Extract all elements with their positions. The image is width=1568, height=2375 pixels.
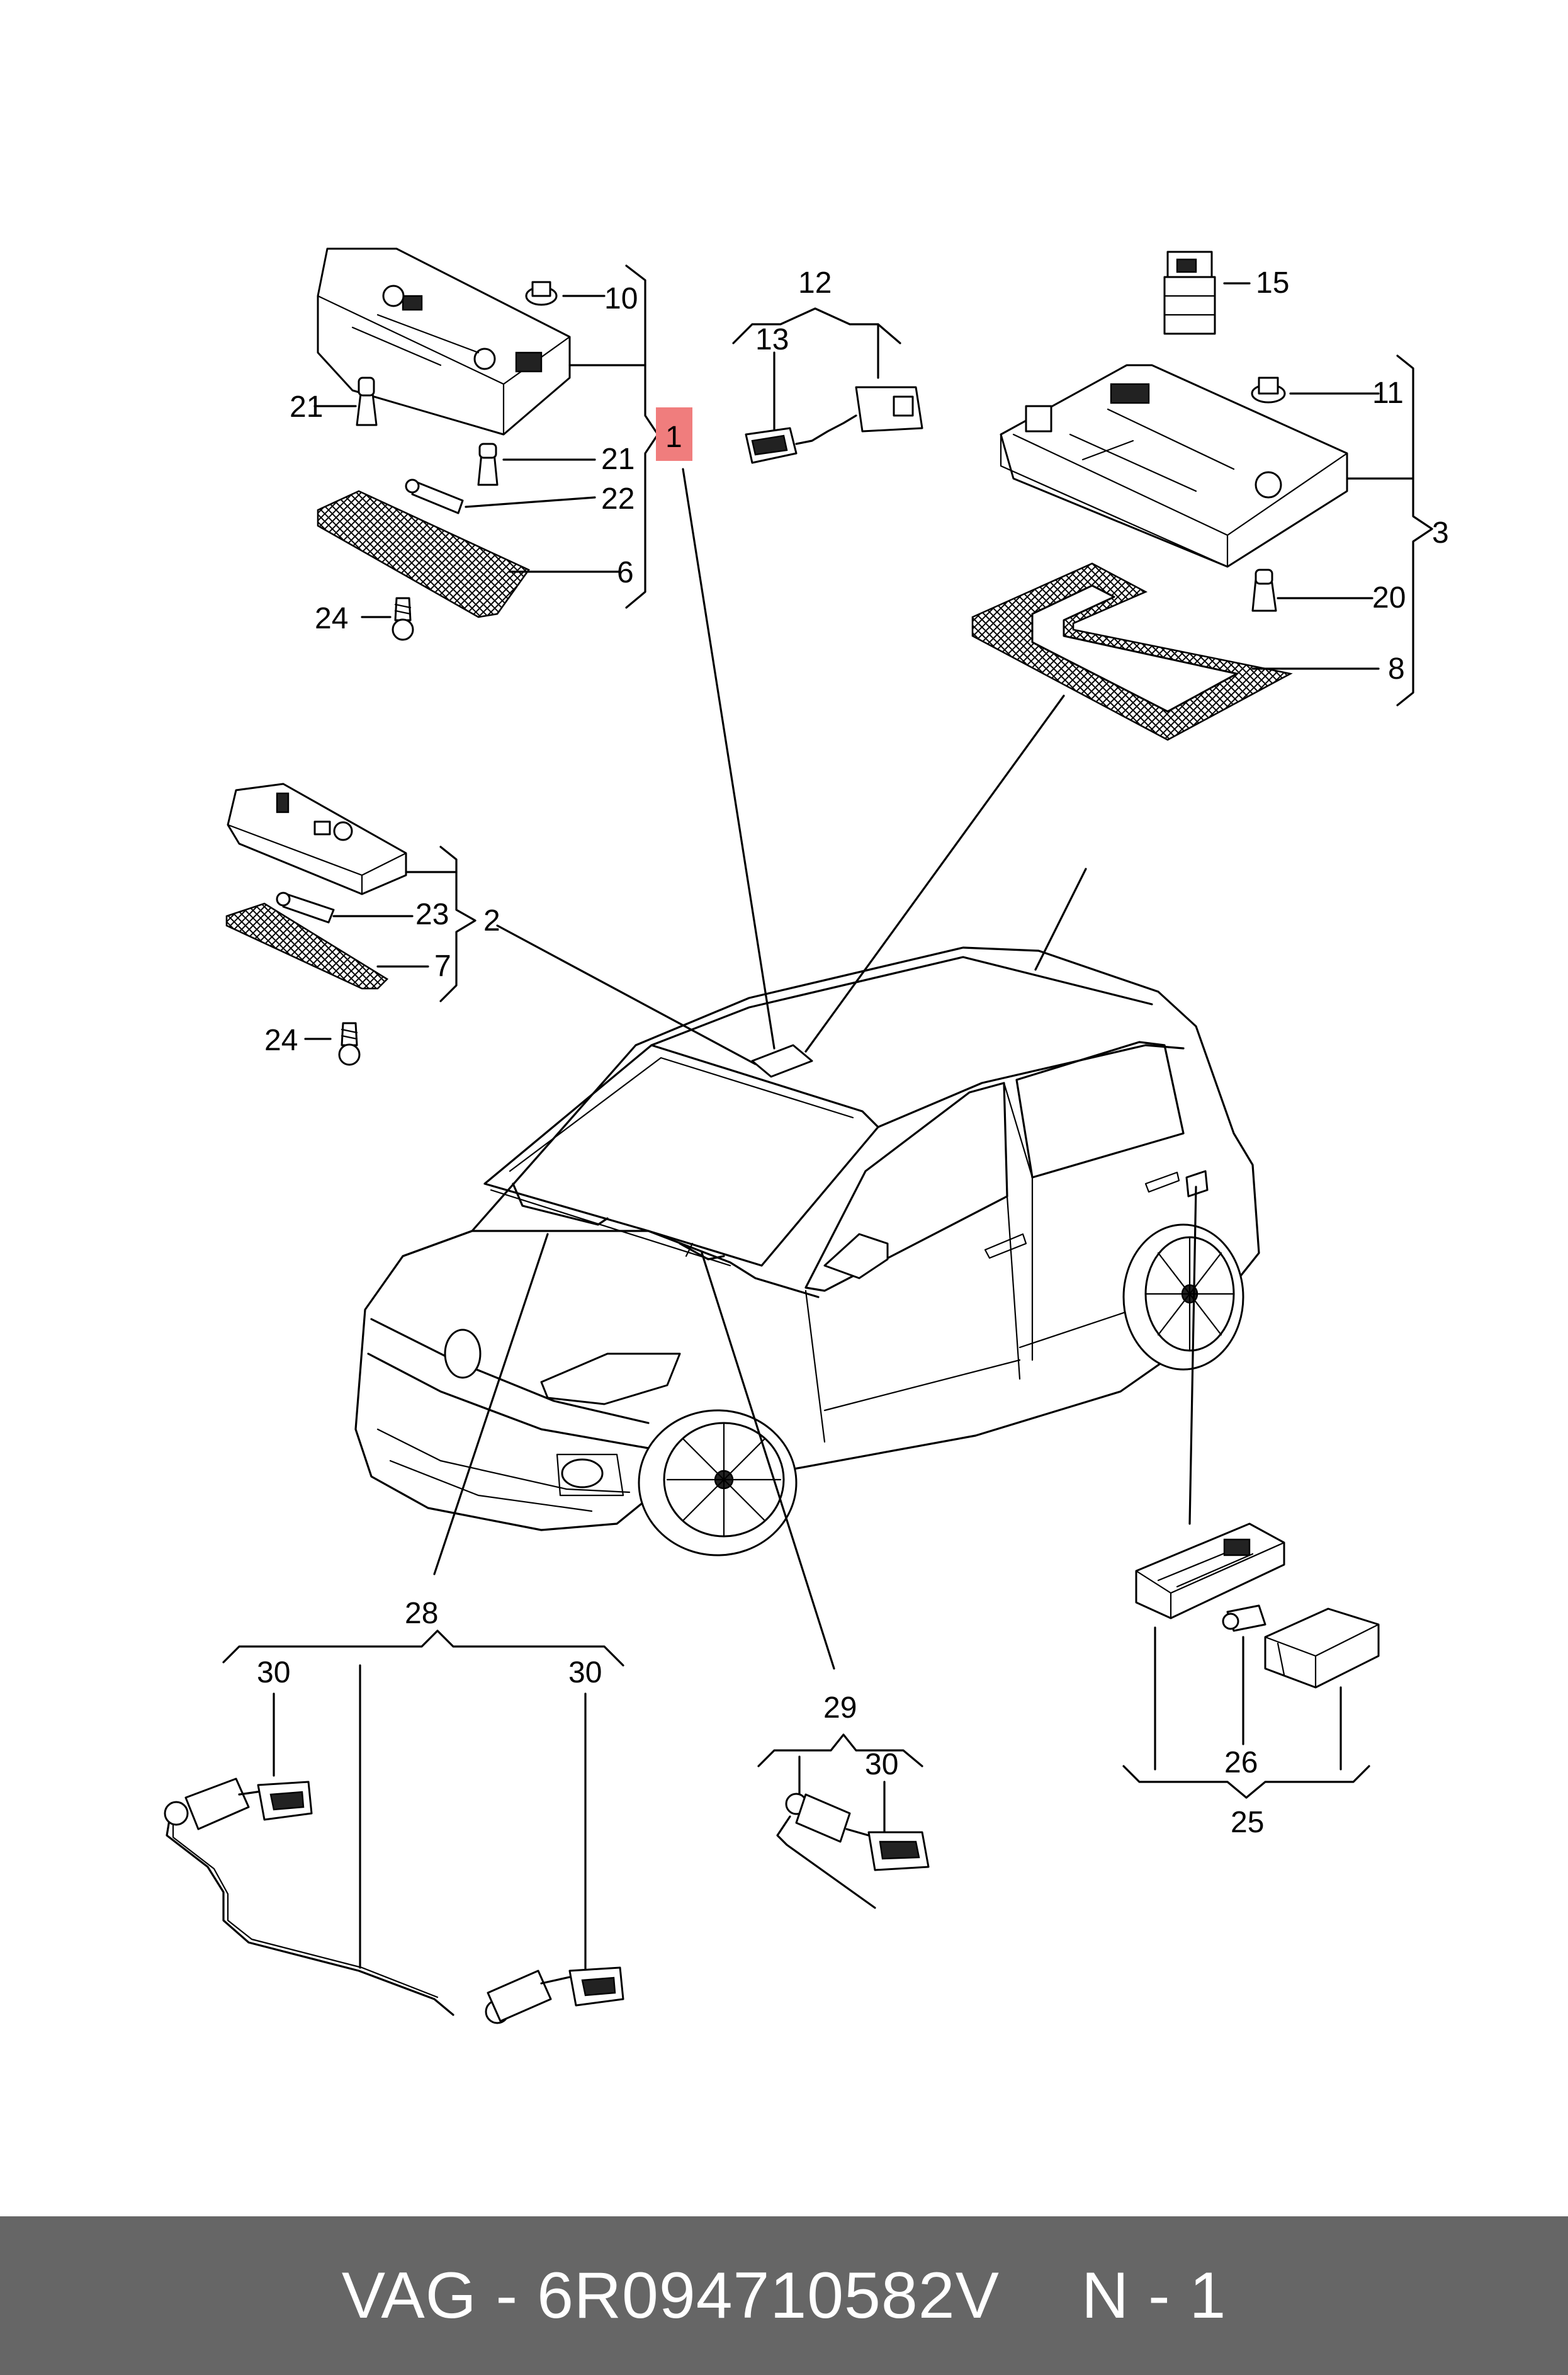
callout-1: 1	[665, 421, 682, 454]
callout-8: 8	[1388, 652, 1405, 686]
callout-10: 10	[604, 282, 638, 315]
bulb-26	[1222, 1604, 1266, 1632]
callout-15: 15	[1256, 266, 1289, 300]
page-label: N - 1	[1081, 2259, 1227, 2332]
bulb-21-left	[356, 377, 378, 426]
callout-7: 7	[434, 949, 451, 983]
callout-24-top: 24	[315, 602, 348, 635]
callout-30-left: 30	[257, 1656, 290, 1689]
plug-10	[525, 281, 558, 306]
callout-23: 23	[415, 898, 449, 931]
callout-12: 12	[798, 266, 832, 300]
bulb-23	[276, 892, 335, 924]
lamp-housing-25	[1135, 1522, 1285, 1619]
callout-26: 26	[1224, 1746, 1258, 1779]
interior-light-assembly-3	[1000, 364, 1348, 568]
parts-diagram: 10 21 21 22 6 24 1 12 13 15 11 3 20 8 2 …	[164, 247, 1449, 2024]
callout-30-right: 30	[568, 1656, 602, 1689]
brand-label: VAG	[341, 2259, 477, 2332]
callout-3: 3	[1432, 516, 1449, 550]
lens-7	[225, 902, 389, 990]
interior-light-assembly-2	[227, 783, 407, 895]
part-number: 6R094710582V	[537, 2259, 1000, 2332]
callout-6: 6	[617, 556, 634, 589]
callout-28: 28	[405, 1597, 438, 1630]
connector-13	[745, 427, 798, 464]
screw-24-mid	[338, 1022, 361, 1066]
callout-2: 2	[483, 904, 500, 938]
callout-29: 29	[823, 1691, 857, 1725]
car-illustration	[354, 868, 1260, 1556]
hose-29	[776, 1793, 930, 1909]
callout-22: 22	[601, 482, 635, 516]
footer-part-info: VAG - 6R094710582V N - 1	[342, 2259, 1227, 2333]
bulb-20	[1251, 569, 1277, 612]
screw-24-top	[392, 597, 414, 641]
callout-20: 20	[1372, 581, 1406, 615]
bulb-22	[405, 479, 464, 514]
lens-8	[971, 562, 1293, 741]
bulb-21-right	[477, 443, 499, 486]
lens-6	[317, 490, 530, 618]
callout-1-highlight	[656, 407, 692, 461]
callout-21-right: 21	[601, 443, 635, 476]
callout-24-mid: 24	[264, 1024, 298, 1057]
brand-separator: -	[495, 2259, 519, 2332]
interior-light-assembly-1	[317, 247, 571, 436]
connector-12	[855, 386, 923, 433]
callout-30-mid: 30	[865, 1748, 898, 1781]
housing-cover-25	[1264, 1607, 1380, 1689]
callout-25: 25	[1231, 1806, 1264, 1839]
callout-21-left: 21	[290, 390, 323, 424]
footer-bar: VAG - 6R094710582V N - 1	[0, 2216, 1568, 2375]
callout-11: 11	[1372, 377, 1404, 410]
plug-11	[1251, 377, 1286, 404]
switch-15	[1163, 251, 1216, 335]
hose-28	[164, 1777, 624, 2024]
callout-13: 13	[755, 323, 789, 356]
